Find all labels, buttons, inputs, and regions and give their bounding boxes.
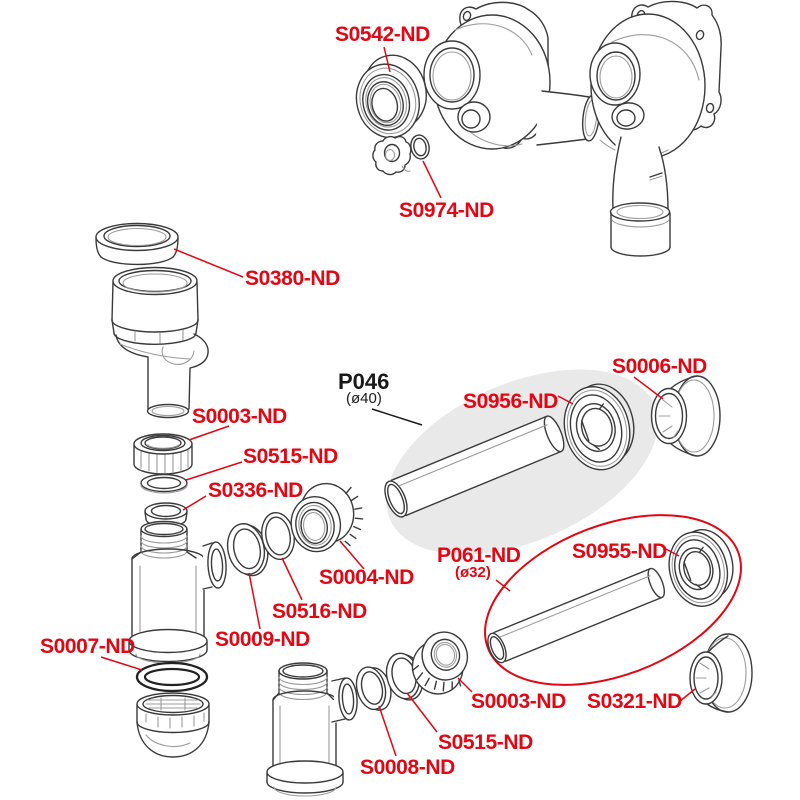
leader-s0380 xyxy=(173,248,244,278)
part-label-s0009: S0009-ND xyxy=(215,628,310,651)
part-s0007-oring xyxy=(135,661,209,693)
leader-s0007 xyxy=(100,656,143,671)
part-label-s0003-top: S0003-ND xyxy=(192,405,287,428)
part-label-s0008: S0008-ND xyxy=(360,756,455,779)
part-label-s0956: S0956-ND xyxy=(463,390,558,413)
leader-s0004 xyxy=(339,540,365,570)
part-label-s0974: S0974-ND xyxy=(399,199,494,222)
urinal-siphon-body-left xyxy=(423,1,601,150)
leader-s0515-bottom xyxy=(406,692,438,733)
p061-zone-ellipse xyxy=(484,514,742,686)
leader-s0956 xyxy=(557,395,574,405)
part-label-s0955: S0955-ND xyxy=(572,540,667,563)
leader-s0003-bottom xyxy=(457,677,473,693)
leader-p061 xyxy=(495,579,511,592)
part-label-s0007: S0007-ND xyxy=(40,635,135,658)
leader-s0008 xyxy=(378,705,397,757)
part-s0008-seal xyxy=(355,666,392,711)
leader-lines xyxy=(100,46,696,757)
part-label-s0515-top: S0515-ND xyxy=(243,445,338,468)
part-p046-tube xyxy=(384,415,565,518)
part-s0380-ring xyxy=(95,222,179,266)
leader-p046 xyxy=(371,408,423,426)
leader-s0003-top xyxy=(188,425,230,441)
leader-s0515-top xyxy=(185,461,243,481)
part-s0542-ring xyxy=(355,54,427,139)
part-funnel-body xyxy=(111,266,209,419)
urinal-siphon-body-right xyxy=(589,0,722,257)
part-s0974-oring xyxy=(410,134,430,160)
part-trap-body-bottom xyxy=(266,662,358,797)
leader-s0542 xyxy=(383,46,391,73)
leader-s0516 xyxy=(281,557,303,601)
leader-s0955 xyxy=(665,548,680,557)
part-label-s0321: S0321-ND xyxy=(587,690,682,713)
part-p061-tube xyxy=(487,567,666,664)
part-label-s0515-bottom: S0515-ND xyxy=(438,731,533,754)
part-label-s0516: S0516-ND xyxy=(272,600,367,623)
leader-s0321 xyxy=(678,688,696,703)
part-label-s0004: S0004-ND xyxy=(319,566,414,589)
part-s0004-nut xyxy=(290,482,364,553)
leader-s0006 xyxy=(633,376,664,400)
part-star-nut xyxy=(372,135,412,176)
kit-label-p061-size: (ø32) xyxy=(455,564,491,581)
part-s0956-grommet xyxy=(563,383,635,471)
part-label-s0336: S0336-ND xyxy=(208,479,303,502)
leader-s0974 xyxy=(422,160,442,199)
part-bottom-cup xyxy=(136,692,210,758)
part-s0321-rosette xyxy=(689,633,753,713)
kit-label-p046-size: (ø40) xyxy=(346,390,382,407)
part-s0955-grommet xyxy=(668,529,734,607)
part-label-s0003-bottom: S0003-ND xyxy=(471,690,566,713)
part-s0003-nut-bottom xyxy=(411,631,469,695)
part-trap-body-top xyxy=(128,520,227,664)
part-label-s0380: S0380-ND xyxy=(245,267,340,290)
part-s0003-nut-top xyxy=(133,433,193,475)
kit-label-p061-code: P061-ND xyxy=(437,544,521,567)
part-s0515-washer-top xyxy=(140,473,188,494)
part-s0006-rosette xyxy=(650,375,721,457)
kit-label-p046-code: P046 xyxy=(338,369,390,394)
leader-s0009 xyxy=(248,572,261,630)
part-label-s0542: S0542-ND xyxy=(335,23,430,46)
part-label-s0006: S0006-ND xyxy=(612,355,707,378)
leader-s0336 xyxy=(182,495,207,511)
